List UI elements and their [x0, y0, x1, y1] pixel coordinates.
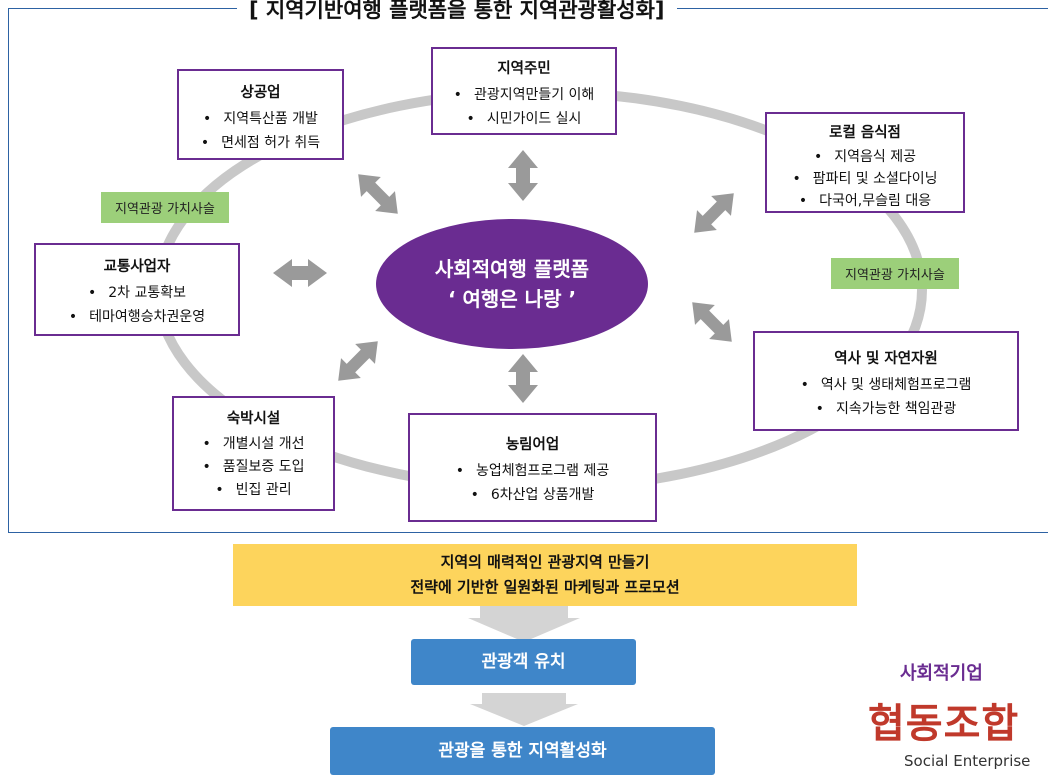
brand-title: 사회적기업 — [900, 663, 983, 684]
box-title: 숙박시설 — [226, 411, 281, 427]
box-title: 지역주민 — [497, 61, 551, 77]
box-title: 상공업 — [240, 85, 281, 101]
list-item: 개별시설 개선 — [174, 433, 333, 456]
platform-ellipse: 사회적여행 플랫폼 ‘ 여행은 나랑 ’ — [376, 219, 648, 349]
box-title: 농림어업 — [505, 437, 560, 453]
box-commerce: 상공업 지역특산품 개발 면세점 허가 취득 — [177, 69, 344, 160]
flow-arrow-1 — [468, 606, 580, 642]
strategy-line-1: 지역의 매력적인 관광지역 만들기 — [440, 553, 650, 571]
list-item: 농업체험프로그램 제공 — [410, 459, 655, 483]
strategy-banner: 지역의 매력적인 관광지역 만들기 전략에 기반한 일원화된 마케팅과 프로모션 — [233, 544, 857, 606]
strategy-line-2: 전략에 기반한 일원화된 마케팅과 프로모션 — [410, 578, 680, 596]
box-title: 교통사업자 — [103, 259, 171, 275]
arrow-diagonal-top-right — [694, 193, 734, 233]
list-item: 시민가이드 실시 — [433, 107, 615, 131]
step-regional-revitalization: 관광을 통한 지역활성화 — [330, 727, 715, 775]
arrow-up-down-top — [508, 150, 538, 201]
box-heritage: 역사 및 자연자원 역사 및 생태체험프로그램 지속가능한 책임관광 — [753, 331, 1019, 431]
arrow-up-down-bottom — [508, 354, 538, 403]
arrow-diagonal-bottom-left — [338, 341, 378, 381]
list-item: 지역특산품 개발 — [179, 107, 342, 131]
list-item: 관광지역만들기 이해 — [433, 83, 615, 107]
list-item: 팜파티 및 소셜다이닝 — [767, 168, 963, 190]
flow-arrow-2 — [470, 693, 578, 726]
list-item: 다국어,무슬림 대응 — [767, 190, 963, 212]
value-chain-tag-right: 지역관광 가치사슬 — [831, 258, 959, 289]
page-title: [ 지역기반여행 플랫폼을 통한 지역관광활성화] — [237, 0, 677, 25]
list-item: 2차 교통확보 — [36, 281, 238, 305]
diagram-frame: [ 지역기반여행 플랫폼을 통한 지역관광활성화] — [8, 0, 1048, 533]
list-item: 6차산업 상품개발 — [410, 483, 655, 507]
box-title: 역사 및 자연자원 — [834, 351, 938, 367]
box-restaurants: 로컬 음식점 지역음식 제공 팜파티 및 소셜다이닝 다국어,무슬림 대응 — [765, 112, 965, 213]
list-item: 역사 및 생태체험프로그램 — [755, 373, 1017, 397]
arrow-left-right — [273, 259, 327, 287]
box-residents: 지역주민 관광지역만들기 이해 시민가이드 실시 — [431, 47, 617, 135]
list-item: 품질보증 도입 — [174, 456, 333, 479]
list-item: 면세점 허가 취득 — [179, 131, 342, 155]
brand-subtitle: Social Enterprise — [904, 752, 1031, 770]
box-agriculture: 농림어업 농업체험프로그램 제공 6차산업 상품개발 — [408, 413, 657, 522]
brand-logo: 협동조합 — [868, 701, 1020, 747]
arrow-diagonal-top-left — [358, 174, 398, 214]
list-item: 지역음식 제공 — [767, 146, 963, 168]
step-attract-tourists: 관광객 유치 — [411, 639, 636, 685]
platform-name: 사회적여행 플랫폼 — [434, 257, 590, 281]
value-chain-tag-left: 지역관광 가치사슬 — [101, 192, 229, 223]
box-lodging: 숙박시설 개별시설 개선 품질보증 도입 빈집 관리 — [172, 396, 335, 511]
box-transport: 교통사업자 2차 교통확보 테마여행승차권운영 — [34, 243, 240, 336]
platform-slogan: ‘ 여행은 나랑 ’ — [447, 287, 577, 311]
arrow-diagonal-bottom-right — [692, 302, 732, 342]
list-item: 테마여행승차권운영 — [36, 305, 238, 329]
list-item: 지속가능한 책임관광 — [755, 397, 1017, 421]
list-item: 빈집 관리 — [174, 479, 333, 502]
box-title: 로컬 음식점 — [829, 125, 901, 141]
